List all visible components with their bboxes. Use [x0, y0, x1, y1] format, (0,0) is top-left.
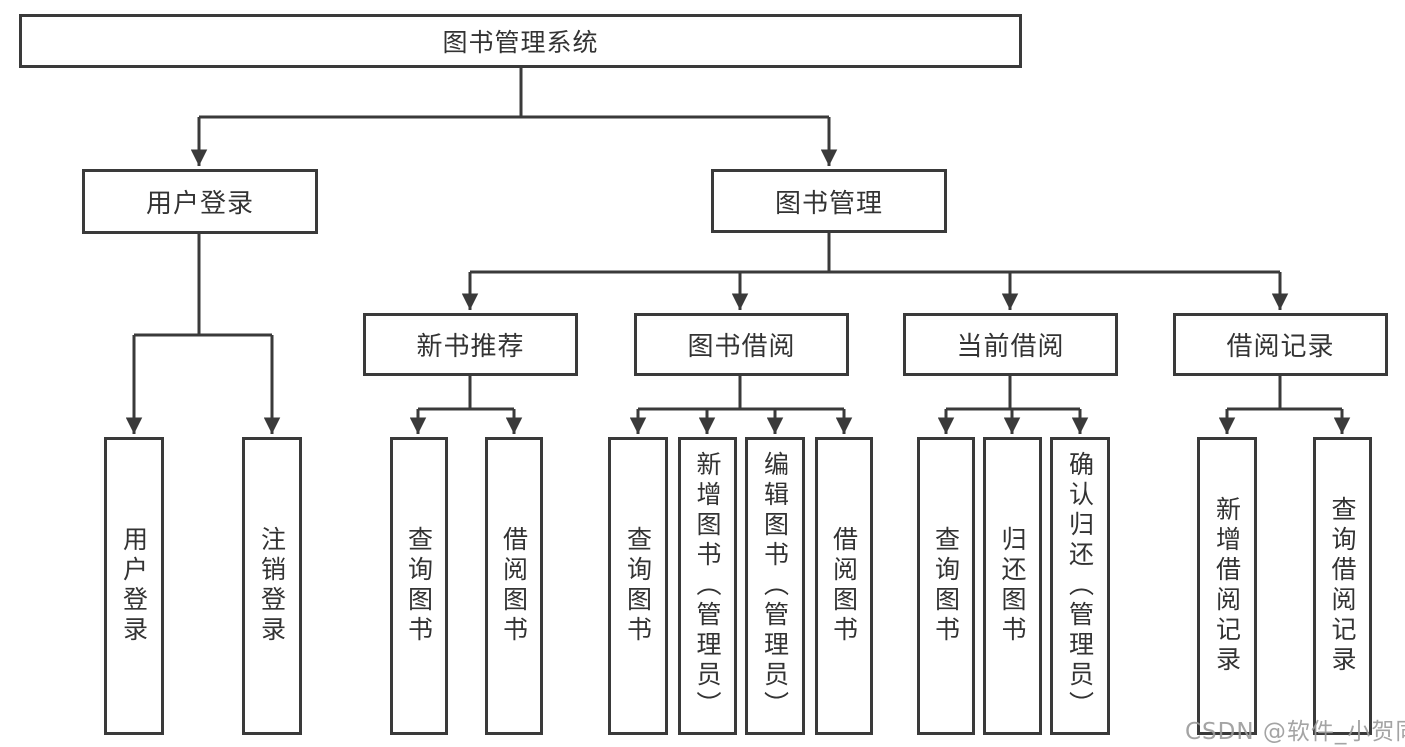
- leaf-borrow-books: 借阅图书: [815, 437, 873, 735]
- leaf-add-borrow-record: 新增借阅记录: [1197, 437, 1257, 735]
- leaf-query-books-recommend: 查询图书: [390, 437, 448, 735]
- leaf-return-books: 归还图书: [983, 437, 1042, 735]
- leaf-label: 借阅图书: [829, 526, 859, 646]
- node-book-borrowing: 图书借阅: [634, 313, 849, 376]
- node-book-management: 图书管理: [711, 169, 947, 233]
- leaf-label: 用户登录: [119, 526, 149, 646]
- leaf-label: 归还图书: [998, 526, 1027, 646]
- node-library-management-system: 图书管理系统: [19, 14, 1022, 68]
- leaf-add-books-admin: 新增图书（管理员）: [678, 437, 737, 735]
- leaf-label: 借阅图书: [499, 526, 529, 646]
- leaf-label: 注销登录: [257, 526, 287, 646]
- leaf-logout: 注销登录: [242, 437, 302, 735]
- leaf-label: 查询图书: [931, 526, 961, 646]
- leaf-confirm-return-admin: 确认归还（管理员）: [1050, 437, 1110, 735]
- leaf-query-borrow-record: 查询借阅记录: [1313, 437, 1372, 735]
- leaf-label: 确认归还（管理员）: [1065, 451, 1095, 721]
- leaf-borrow-books-recommend: 借阅图书: [485, 437, 543, 735]
- leaf-query-books-borrow: 查询图书: [608, 437, 668, 735]
- watermark-text: CSDN @软件_小贺同学: [1185, 719, 1405, 745]
- leaf-label: 查询图书: [623, 526, 653, 646]
- leaf-user-login: 用户登录: [104, 437, 164, 735]
- leaf-label: 查询借阅记录: [1328, 496, 1357, 676]
- node-new-book-recommendation: 新书推荐: [363, 313, 578, 376]
- node-user-login: 用户登录: [82, 169, 318, 234]
- leaf-label: 新增图书（管理员）: [693, 451, 722, 721]
- leaf-label: 编辑图书（管理员）: [760, 451, 790, 721]
- leaf-label: 新增借阅记录: [1212, 496, 1242, 676]
- leaf-query-books-current: 查询图书: [917, 437, 975, 735]
- leaf-edit-books-admin: 编辑图书（管理员）: [745, 437, 805, 735]
- node-borrowing-records: 借阅记录: [1173, 313, 1388, 376]
- leaf-label: 查询图书: [404, 526, 434, 646]
- node-current-borrowing: 当前借阅: [903, 313, 1118, 376]
